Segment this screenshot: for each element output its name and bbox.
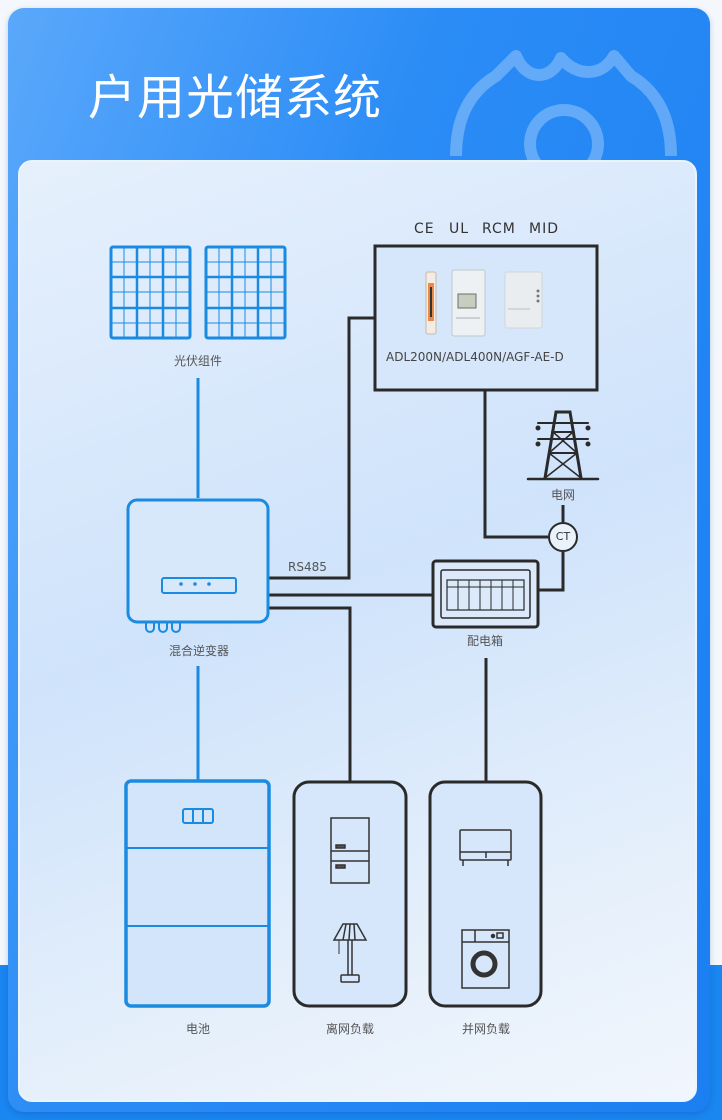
washing-machine-icon [461, 929, 510, 989]
certification-mid: MID [529, 221, 559, 237]
battery-label: 电池 [185, 1022, 211, 1036]
meter-to-ct-line [483, 390, 548, 539]
gateway-module-icon [504, 271, 543, 329]
ct-label: CT [555, 530, 571, 543]
transmission-tower-icon [526, 410, 600, 481]
inverter-to-offgrid-line [268, 606, 352, 783]
ongrid-load-label: 并网负载 [461, 1022, 511, 1036]
ct-to-distribution-line [539, 552, 565, 592]
refrigerator-icon [330, 817, 370, 884]
sofa-icon [459, 829, 512, 866]
page-title: 户用光储系统 [88, 70, 383, 126]
offgrid-load-label: 离网负载 [325, 1022, 375, 1036]
rs485-line [268, 316, 376, 580]
offgrid-load-box [292, 780, 408, 1008]
grid-label: 电网 [550, 488, 576, 502]
pv-label: 光伏组件 [173, 354, 223, 368]
breaker-panel-icon [431, 559, 540, 629]
meter-box [373, 244, 599, 392]
meter-model-label: ADL200N/ADL400N/AGF-AE-D [386, 350, 564, 364]
certification-rcm: RCM [482, 221, 516, 237]
ongrid-load-box [428, 780, 543, 1008]
rs485-label: RS485 [288, 560, 327, 574]
certification-ce: CE [414, 221, 435, 237]
ct-sensor [548, 522, 578, 552]
solar-panel-icon [109, 245, 287, 340]
din-rail-meter-icon [425, 271, 437, 335]
hybrid-inverter-icon [126, 498, 270, 633]
gear-icon [450, 50, 677, 176]
battery-cabinet-icon [124, 779, 271, 1008]
inverter-label: 混合逆变器 [168, 644, 230, 658]
three-phase-meter-icon [451, 269, 486, 337]
certification-ul: UL [449, 221, 470, 237]
distribution-box-label: 配电箱 [466, 634, 504, 648]
floor-lamp-icon [332, 923, 368, 983]
